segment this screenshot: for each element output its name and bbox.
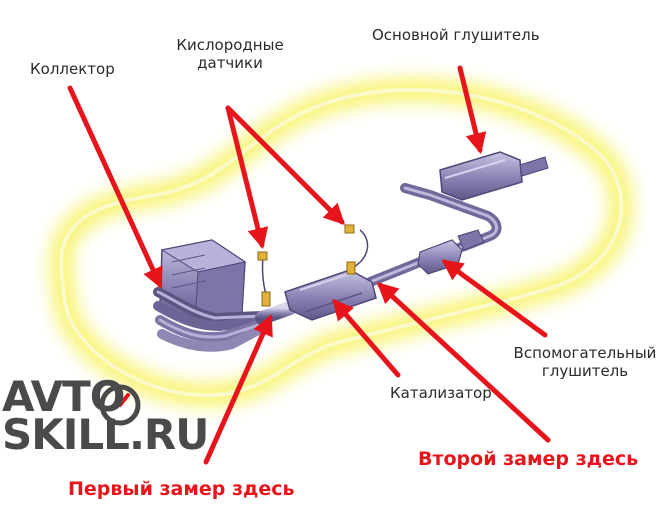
catalytic-converter [284,269,377,321]
label-manifold: Коллектор [30,60,115,78]
arrow-first-measurement [203,314,273,465]
arrow-catalyst [332,298,401,378]
logo-gauge-icon [99,384,141,426]
label-aux-muffler-line2: глушитель [541,362,629,380]
label-aux-muffler: Вспомогательный глушитель [500,344,670,380]
arrow-aux-muffler [441,259,548,338]
label-oxygen-sensors-line1: Кислородные [176,36,284,54]
callout-first-measurement: Первый замер здесь [68,478,295,500]
arrow-oxygen-sensor-1 [225,105,269,250]
arrow-second-measurement [376,282,551,443]
callout-second-measurement: Второй замер здесь [418,448,639,470]
pointer-arrows [67,65,551,465]
logo-text-line2: SKILL.RU [2,410,209,459]
oxygen-sensor-2 [344,224,369,275]
main-muffler [439,151,549,201]
exhaust-manifold [153,287,267,352]
label-main-muffler: Основной глушитель [372,26,540,44]
label-oxygen-sensors: Кислородные датчики [160,36,300,72]
label-aux-muffler-line1: Вспомогательный [513,344,657,362]
logo-text-line1: AVTO [2,372,126,421]
label-oxygen-sensors-line2: датчики [197,54,263,72]
label-catalyst: Катализатор [390,384,492,402]
oxygen-sensor-1 [257,251,271,307]
arrow-manifold [67,85,163,289]
arrow-main-muffler [457,65,487,155]
car-silhouette [50,78,633,407]
arrow-oxygen-sensor-2 [225,105,345,225]
